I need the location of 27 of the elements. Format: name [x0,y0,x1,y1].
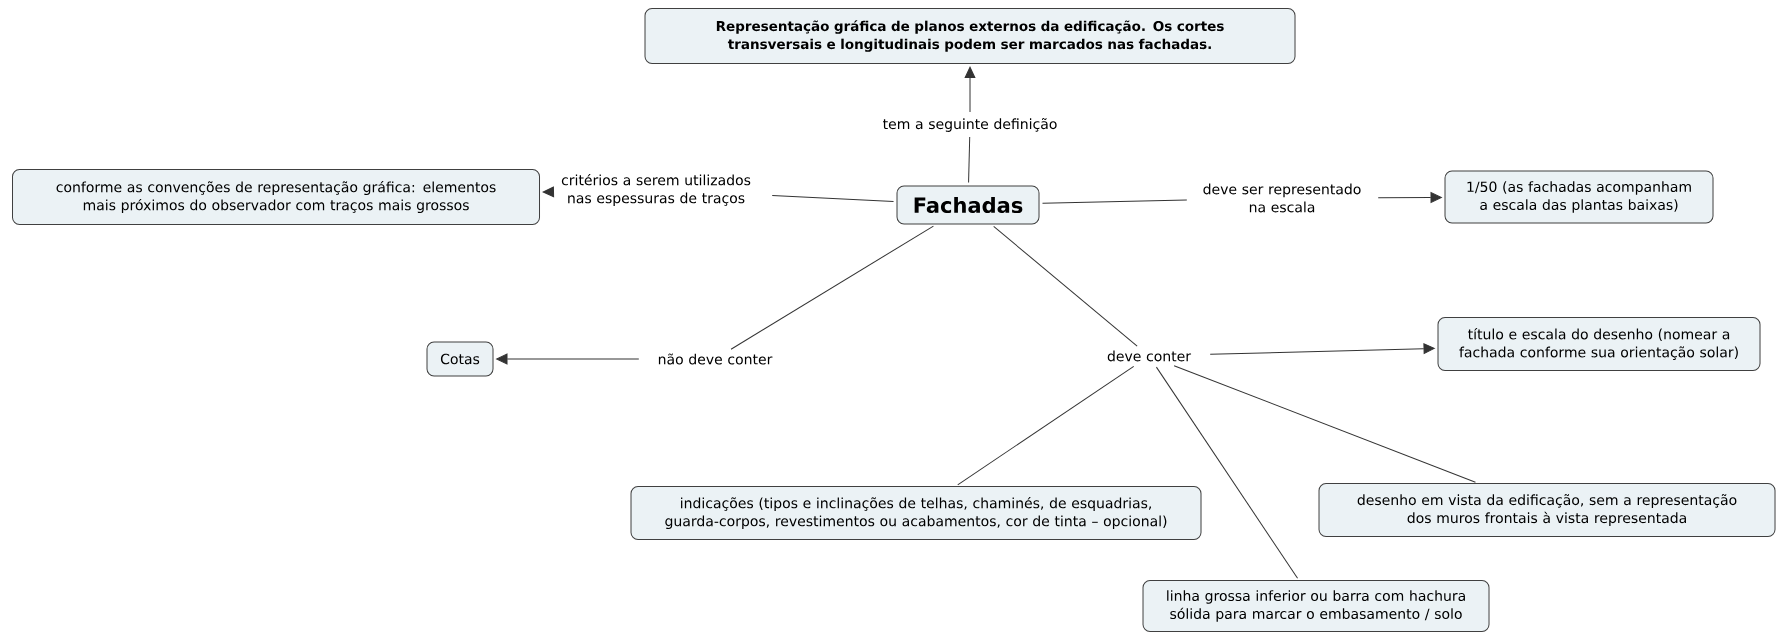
connector [957,365,1135,486]
connector [496,353,640,365]
connector [1042,199,1188,204]
connector [993,225,1138,347]
connector [1155,366,1299,579]
concept-box: indicações (tipos e inclinações de telhas, chaminés, de esquadrias, guarda-corpos, revestimentos ou acabamentos, cor de tinta – opcional) [630,486,1202,540]
concept-box: linha grossa inferior ou barra com hachura sólida para marcar o embasamento / solo [1142,580,1490,632]
connector [964,66,976,113]
linking-phrase: deve ser representado na escala [1203,183,1361,213]
connector [1377,192,1442,203]
connector [1209,343,1435,355]
connector [542,186,555,198]
concept-box: 1/50 (as fachadas acompanham a escala das plantas baixas) [1444,170,1714,224]
main-concept-box: Fachadas [896,185,1040,225]
linking-phrase: deve conter [1107,350,1192,362]
connector [1173,365,1476,483]
connector [771,195,894,202]
connector [968,136,971,183]
concept-box: desenho em vista da edificação, sem a representação dos muros frontais à vista representada [1318,483,1776,537]
concept-box: Cotas [426,341,494,377]
concept-box: Representação gráfica de planos externos da edificação. Os cortes transversais e longitudinais podem ser marcados nas fachadas. [644,8,1296,64]
linking-phrase: não deve conter [658,353,773,365]
concept-box: conforme as convenções de representação gráfica: elementos mais próximos do observador com traços mais grossos [12,169,540,225]
concept-box: título e escala do desenho (nomear a fachada conforme sua orientação solar) [1437,317,1761,371]
connector [730,225,934,350]
linking-phrase: critérios a serem utilizados nas espessuras de traços [561,173,751,207]
linking-phrase: tem a seguinte definição [883,118,1057,132]
